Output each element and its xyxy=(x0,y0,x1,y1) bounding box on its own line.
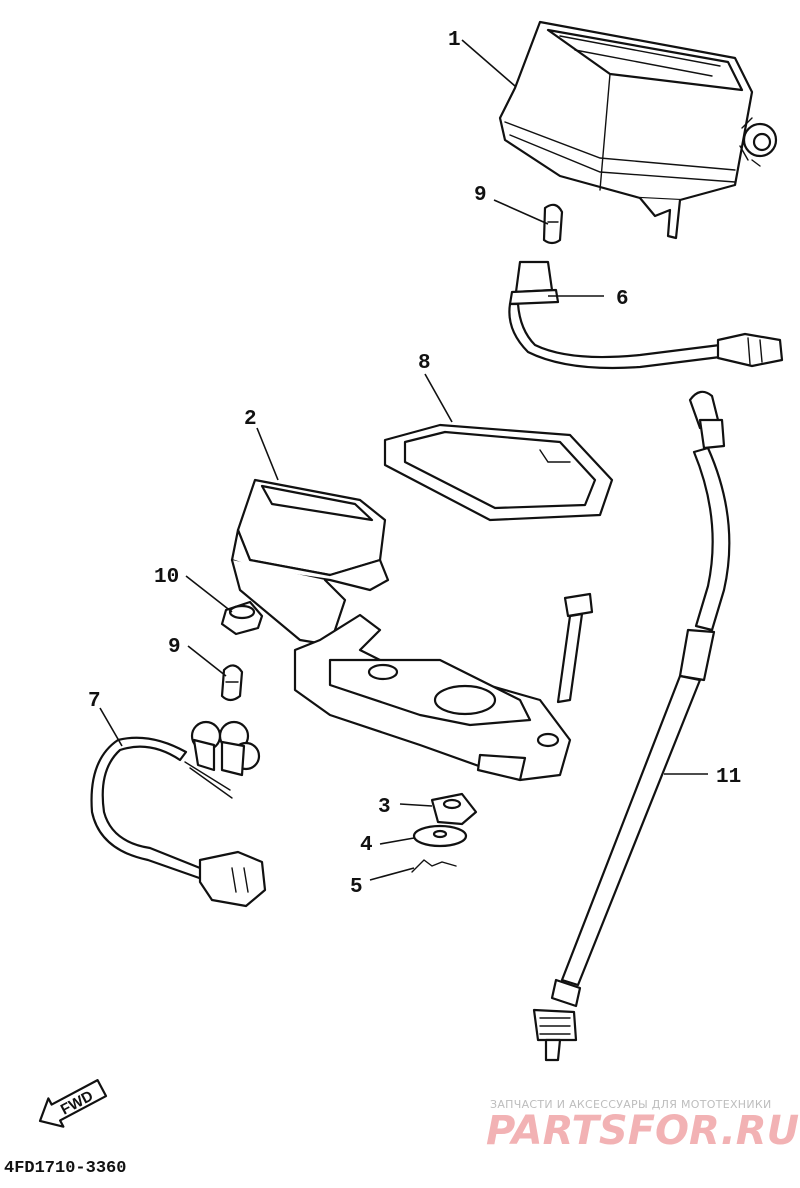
callout-8: 8 xyxy=(418,352,431,375)
meter-body-part-2 xyxy=(230,478,390,647)
watermark-brand: PARTSFOR.RU xyxy=(486,1108,799,1154)
meter-bracket xyxy=(293,613,572,782)
nut-part-3 xyxy=(430,792,478,826)
washer-part-4 xyxy=(412,824,468,848)
bulb-part-9-mid xyxy=(220,664,244,702)
bolt xyxy=(556,592,594,704)
bulb-part-9-top xyxy=(542,203,564,245)
callout-5: 5 xyxy=(350,876,363,899)
callout-11: 11 xyxy=(716,766,741,789)
watermark-tagline: ЗАПЧАСТИ И АКСЕССУАРЫ ДЛЯ МОТОТЕХНИКИ xyxy=(490,1098,772,1111)
watermark: ЗАПЧАСТИ И АКСЕССУАРЫ ДЛЯ МОТОТЕХНИКИ PA… xyxy=(486,1098,799,1154)
diagram-code: 4FD1710-3360 xyxy=(4,1159,126,1178)
meter-housing-part-1 xyxy=(498,20,778,240)
callout-10: 10 xyxy=(154,566,179,589)
callout-3: 3 xyxy=(378,796,391,819)
callout-6: 6 xyxy=(616,288,629,311)
callout-4: 4 xyxy=(360,834,373,857)
callout-9-mid: 9 xyxy=(168,636,181,659)
socket-wire-part-6 xyxy=(508,260,784,370)
fwd-arrow-icon: FWD xyxy=(38,1079,108,1128)
gasket-frame-part-8 xyxy=(383,423,614,522)
callout-1: 1 xyxy=(448,29,461,52)
callout-2: 2 xyxy=(244,408,257,431)
speedometer-cable-part-11 xyxy=(532,390,731,1062)
wire-harness-part-7 xyxy=(90,720,267,908)
grommet-part-10 xyxy=(220,600,264,636)
callout-labels: 1 9 6 8 2 10 9 7 3 4 5 11 xyxy=(88,29,741,899)
clip-part-5 xyxy=(411,859,457,873)
leader-lines xyxy=(99,39,708,881)
callout-9-top: 9 xyxy=(474,184,487,207)
callout-7: 7 xyxy=(88,690,101,713)
